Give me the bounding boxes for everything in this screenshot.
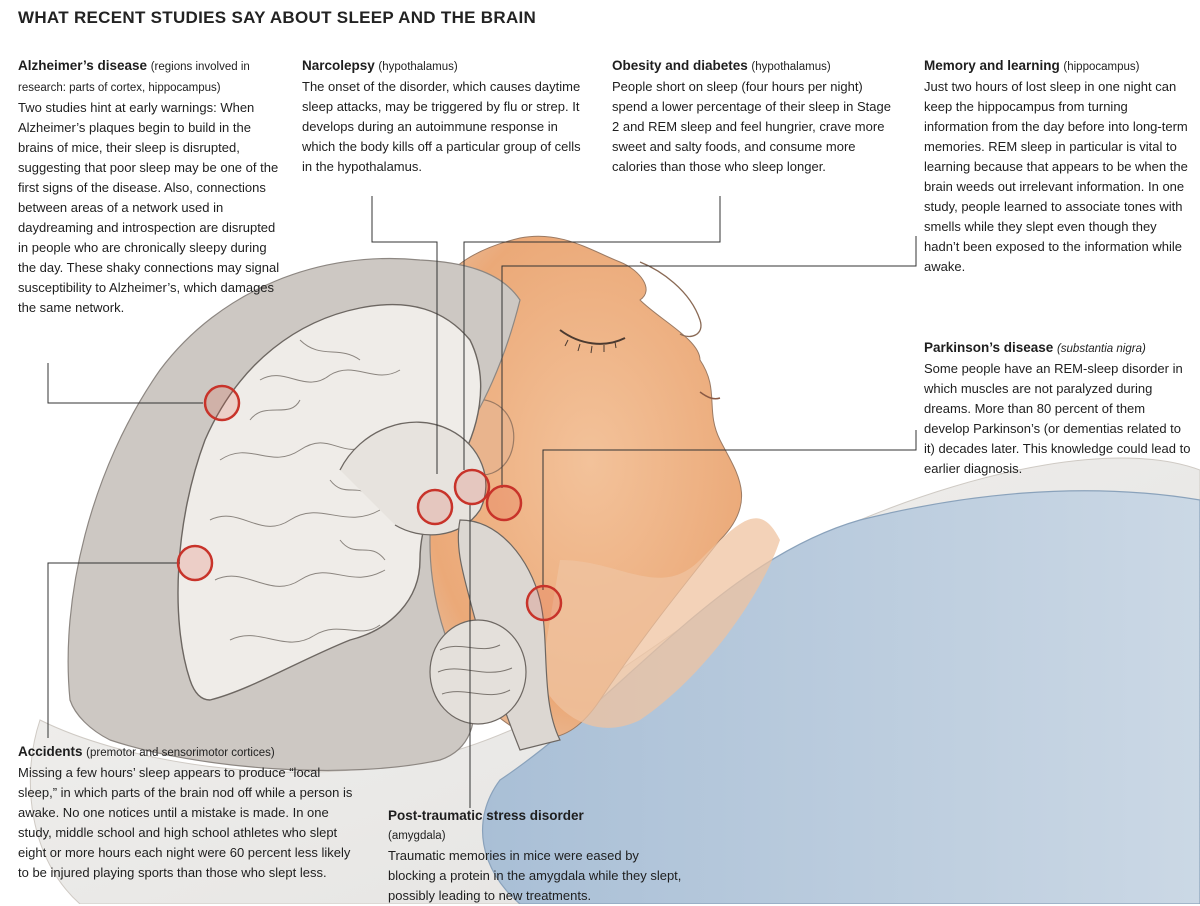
nose xyxy=(639,261,702,338)
mouth xyxy=(699,391,721,400)
marker-parkinsons xyxy=(525,584,563,622)
annotation-heading: Obesity and diabetes xyxy=(612,58,748,73)
annotation-body: The onset of the disorder, which causes … xyxy=(302,79,581,174)
annotation-region: (premotor and sensorimotor cortices) xyxy=(86,747,275,759)
annotation-alzheimers: Alzheimer’s disease (regions involved in… xyxy=(18,56,280,318)
annotation-body: Missing a few hours’ sleep appears to pr… xyxy=(18,765,353,880)
limbic-region xyxy=(339,421,487,536)
annotation-region: (hypothalamus) xyxy=(751,61,831,73)
cerebrum xyxy=(177,303,482,701)
annotation-narcolepsy: Narcolepsy (hypothalamus) The onset of t… xyxy=(302,56,592,177)
annotation-heading: Parkinson’s disease xyxy=(924,340,1054,355)
annotation-parkinsons: Parkinson’s disease (substantia nigra) S… xyxy=(924,338,1192,479)
marker-narcolepsy xyxy=(416,488,454,526)
annotation-heading: Post-traumatic stress disorder xyxy=(388,808,584,823)
annotation-body: Two studies hint at early warnings: When… xyxy=(18,100,280,315)
annotation-body: Some people have an REM-sleep disorder i… xyxy=(924,361,1191,476)
brain-folds xyxy=(209,339,401,643)
page-title: WHAT RECENT STUDIES SAY ABOUT SLEEP AND … xyxy=(18,8,537,27)
region-markers xyxy=(176,384,563,622)
leader-lines xyxy=(47,196,917,808)
leader-memory xyxy=(501,236,917,488)
annotation-accidents: Accidents (premotor and sensorimotor cor… xyxy=(18,742,358,883)
annotation-obesity: Obesity and diabetes (hypothalamus) Peop… xyxy=(612,56,894,177)
annotation-region: (hippocampus) xyxy=(1063,61,1140,73)
annotation-body: People short on sleep (four hours per ni… xyxy=(612,79,891,174)
marker-obesity xyxy=(453,468,491,506)
eyelashes xyxy=(564,339,617,354)
leader-obesity xyxy=(463,196,721,470)
annotation-body: Traumatic memories in mice were eased by… xyxy=(388,848,682,903)
annotation-ptsd: Post-traumatic stress disorder (amygdala… xyxy=(388,806,688,906)
leader-alzheimers xyxy=(47,363,203,404)
neck xyxy=(540,518,780,728)
leader-accidents xyxy=(47,562,180,738)
annotation-memory: Memory and learning (hippocampus) Just t… xyxy=(924,56,1190,277)
leader-narcolepsy xyxy=(371,196,438,474)
annotation-region: (regions involved in research: parts of … xyxy=(18,61,250,94)
marker-memory xyxy=(485,484,523,522)
closed-eye xyxy=(559,329,626,345)
annotation-region: (substantia nigra) xyxy=(1056,343,1146,355)
annotation-heading: Memory and learning xyxy=(924,58,1060,73)
leader-parkinsons xyxy=(542,430,917,590)
annotation-region: (amygdala) xyxy=(388,830,446,842)
marker-accidents xyxy=(176,544,214,582)
annotation-heading: Narcolepsy xyxy=(302,58,375,73)
annotation-heading: Accidents xyxy=(18,744,83,759)
annotation-heading: Alzheimer’s disease xyxy=(18,58,148,73)
annotation-body: Just two hours of lost sleep in one nigh… xyxy=(924,79,1188,274)
marker-alzheimers xyxy=(203,384,241,422)
cerebellum xyxy=(429,619,527,725)
annotation-region: (hypothalamus) xyxy=(378,61,458,73)
